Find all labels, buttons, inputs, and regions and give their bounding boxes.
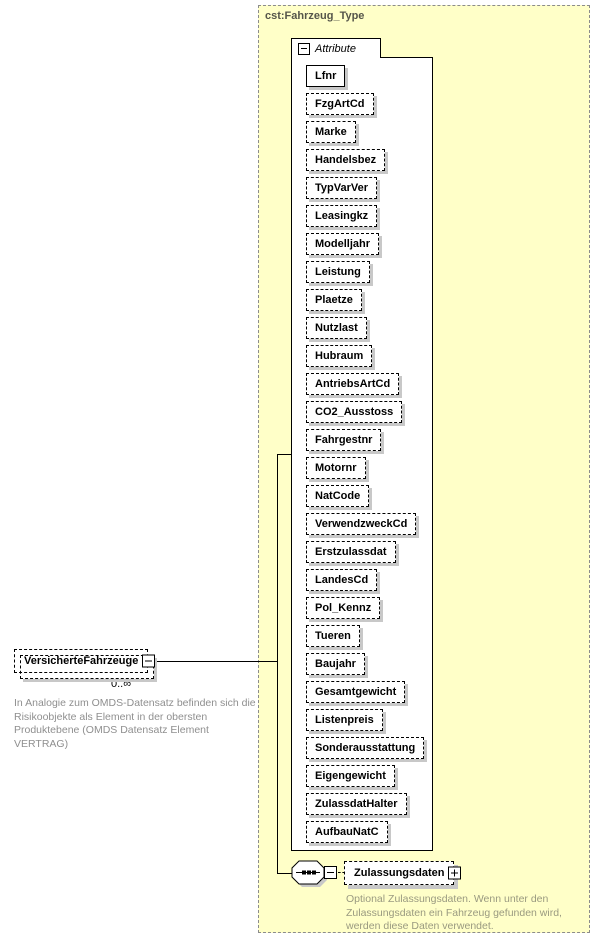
- attribute-box[interactable]: Sonderausstattung: [306, 737, 425, 759]
- attribute-box[interactable]: Hubraum: [306, 345, 373, 367]
- attribute-box[interactable]: AufbauNatC: [306, 821, 388, 843]
- attribute-box[interactable]: Eigengewicht: [306, 765, 395, 787]
- attribute-box[interactable]: TypVarVer: [306, 177, 377, 199]
- attribute-box[interactable]: Erstzulassdat: [306, 541, 396, 563]
- element-versichertefahrzeuge[interactable]: VersicherteFahrzeuge: [14, 649, 156, 679]
- attribute-box[interactable]: Leistung: [306, 261, 370, 283]
- expand-plus-icon[interactable]: [448, 866, 462, 880]
- sequence-collapse-minus-icon[interactable]: [324, 866, 337, 879]
- connector-optional-dashed-line: [338, 872, 345, 873]
- attribute-group-label: Attribute: [315, 42, 356, 55]
- attribute-box[interactable]: Gesamtgewicht: [306, 681, 406, 703]
- attribute-box[interactable]: Lfnr: [306, 65, 346, 87]
- attribute-box[interactable]: Baujahr: [306, 653, 365, 675]
- attribute-box[interactable]: Leasingkz: [306, 205, 378, 227]
- connector-spine-line: [277, 454, 278, 874]
- attribute-box[interactable]: Tueren: [306, 625, 360, 647]
- connector-sequence-line: [277, 873, 292, 874]
- attribute-box[interactable]: Plaetze: [306, 289, 362, 311]
- attribute-box[interactable]: LandesCd: [306, 569, 378, 591]
- attribute-box[interactable]: Motornr: [306, 457, 366, 479]
- attribute-box[interactable]: FzgArtCd: [306, 93, 374, 115]
- attribute-box[interactable]: Fahrgestnr: [306, 429, 382, 451]
- attribute-box[interactable]: VerwendzweckCd: [306, 513, 417, 535]
- child-element-annotation: Optional Zulassungsdaten. Wenn unter den…: [346, 893, 562, 932]
- attribute-box[interactable]: Marke: [306, 121, 356, 143]
- connector-parent-line: [146, 661, 278, 662]
- attribute-box[interactable]: AntriebsArtCd: [306, 373, 400, 395]
- complex-type-label: cst:Fahrzeug_Type: [265, 10, 365, 22]
- attribute-list: Lfnr FzgArtCd Marke Handelsbez TypVarVer…: [306, 65, 425, 843]
- sequence-compositor-icon[interactable]: [291, 860, 343, 890]
- element-label: Zulassungsdaten: [354, 867, 445, 879]
- attribute-group-tab[interactable]: Attribute: [291, 38, 381, 58]
- attribute-box[interactable]: ZulassdatHalter: [306, 793, 407, 815]
- attribute-box[interactable]: NatCode: [306, 485, 370, 507]
- cardinality-label: 0..∞: [111, 678, 132, 690]
- attribute-group-box: Lfnr FzgArtCd Marke Handelsbez TypVarVer…: [291, 57, 433, 851]
- attribute-box[interactable]: Pol_Kennz: [306, 597, 381, 619]
- element-zulassungsdaten[interactable]: Zulassungsdaten: [344, 861, 462, 885]
- element-annotation: In Analogie zum OMDS-Datensatz befinden …: [14, 697, 256, 750]
- collapse-minus-icon[interactable]: [298, 42, 310, 55]
- attribute-box[interactable]: CO2_Ausstoss: [306, 401, 403, 423]
- attribute-box[interactable]: Listenpreis: [306, 709, 383, 731]
- attribute-box[interactable]: Modelljahr: [306, 233, 380, 255]
- connector-attribute-line: [277, 454, 292, 455]
- attribute-box[interactable]: Nutzlast: [306, 317, 367, 339]
- attribute-box[interactable]: Handelsbez: [306, 149, 386, 171]
- element-label: VersicherteFahrzeuge: [24, 655, 139, 667]
- collapse-minus-icon[interactable]: [142, 654, 156, 668]
